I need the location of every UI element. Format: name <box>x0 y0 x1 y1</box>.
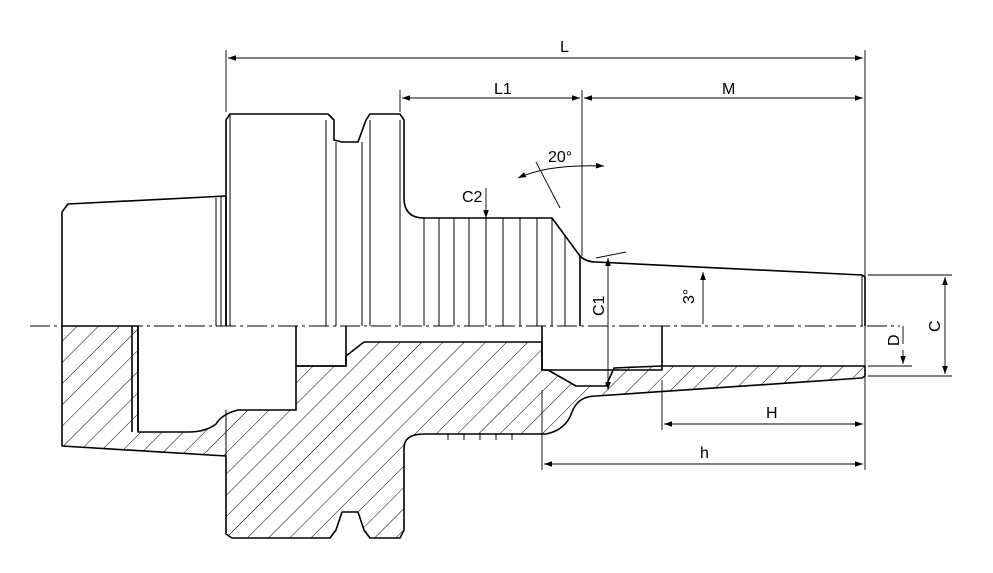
dim-angle-20-label: 20° <box>548 149 572 166</box>
dim-D: D <box>886 326 906 364</box>
dim-L1-label: L1 <box>494 81 512 98</box>
bottom-ribs <box>447 434 513 440</box>
dim-h: h <box>544 445 863 467</box>
dim-C2: C2 <box>462 188 489 218</box>
dim-angle-3: 3° <box>681 272 706 324</box>
dim-C1: C1 <box>591 258 611 390</box>
section-body <box>61 325 866 539</box>
dim-angle-20: 20° <box>517 149 605 209</box>
upper-outline <box>61 113 866 326</box>
dim-H: H <box>664 405 863 427</box>
bore-lines <box>131 326 139 432</box>
ribbed-section <box>423 218 566 326</box>
dim-angle-3-label: 3° <box>681 289 698 304</box>
bore-inner <box>541 326 663 371</box>
dim-L-label: L <box>560 39 569 56</box>
dim-h-label: h <box>700 445 709 462</box>
flange-upper <box>225 113 581 326</box>
bore-step <box>295 326 347 367</box>
dim-C: C <box>927 277 948 374</box>
dim-M-label: M <box>722 81 735 98</box>
dim-H-label: H <box>766 405 778 422</box>
dim-C2-label: C2 <box>462 189 483 206</box>
dim-C-label: C <box>927 320 944 332</box>
nose-upper <box>579 255 866 326</box>
dim-D-label: D <box>886 334 903 346</box>
lower-section <box>61 325 866 539</box>
dim-C1-label: C1 <box>591 295 608 316</box>
taper-shank-upper <box>61 195 227 326</box>
